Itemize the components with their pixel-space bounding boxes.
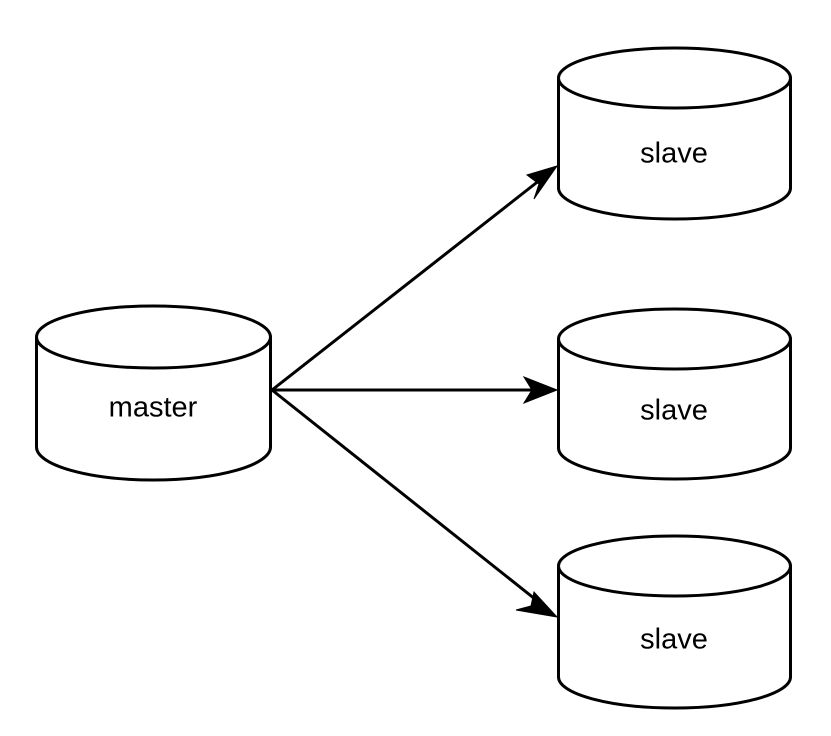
edge-master-to-slave-1[interactable] xyxy=(271,165,559,392)
node-slave-1[interactable]: slave xyxy=(557,46,792,221)
slave-2-cylinder-body xyxy=(557,337,792,481)
slave-1-cylinder-top xyxy=(557,46,792,110)
slave-1-cylinder-body xyxy=(557,76,792,221)
node-slave-3[interactable]: slave xyxy=(557,534,792,710)
node-master[interactable]: master xyxy=(35,304,272,482)
edge-master-to-slave-3-arrowhead-icon xyxy=(515,590,559,618)
slave-3-label: slave xyxy=(640,624,708,656)
slave-3-cylinder-body xyxy=(557,564,792,710)
slave-2-cylinder-top xyxy=(557,307,792,371)
slave-1-label: slave xyxy=(640,138,708,170)
slave-2-label: slave xyxy=(640,395,708,427)
master-cylinder-body xyxy=(35,335,272,482)
edge-master-to-slave-1-arrowhead-icon xyxy=(525,165,559,200)
edge-master-to-slave-3-line xyxy=(271,388,546,609)
edge-master-to-slave-2[interactable] xyxy=(272,375,559,405)
edge-master-to-slave-3[interactable] xyxy=(271,388,559,618)
edge-master-to-slave-1-line xyxy=(271,174,546,392)
master-cylinder-top xyxy=(35,304,272,370)
edge-master-to-slave-2-arrowhead-icon xyxy=(522,375,559,405)
slave-3-cylinder-top xyxy=(557,534,792,598)
node-slave-2[interactable]: slave xyxy=(557,307,792,481)
master-label: master xyxy=(109,392,198,424)
